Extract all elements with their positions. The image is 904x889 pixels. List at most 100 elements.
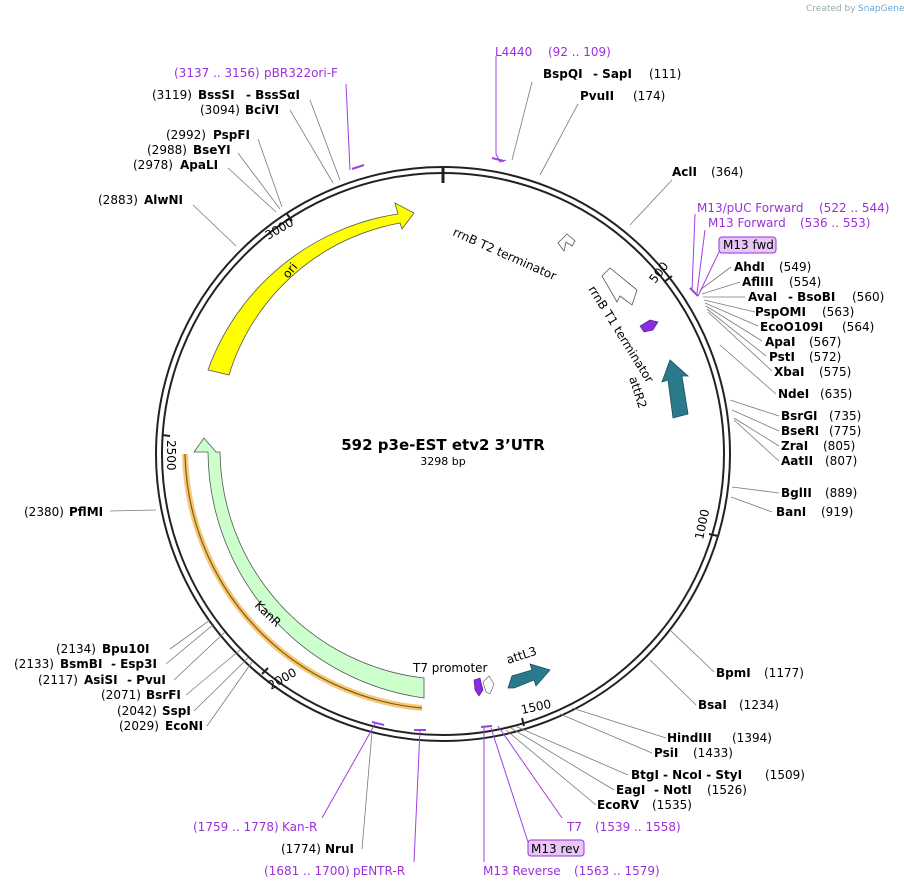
- site-bpmi[interactable]: BpmI: [716, 666, 751, 680]
- tick-2500: 2500: [164, 440, 178, 471]
- site-eagi-extra: - NotI: [654, 783, 692, 797]
- site-apali-pos: (2978): [133, 158, 173, 172]
- site-asisi-pos: (2117): [38, 673, 78, 687]
- m13-rev-site-arrow[interactable]: [473, 677, 484, 697]
- kanr-arrow[interactable]: [193, 437, 425, 699]
- backbone-inner: [161, 172, 725, 736]
- site-ecorv[interactable]: EcoRV: [597, 798, 640, 812]
- ori-arrow[interactable]: [207, 202, 415, 376]
- site-ndei[interactable]: NdeI: [778, 387, 809, 401]
- site-zrai[interactable]: ZraI: [781, 439, 808, 453]
- site-bsssi-pos: (3119): [152, 88, 192, 102]
- backbone-outer: [155, 166, 731, 742]
- site-bglii[interactable]: BglII: [781, 486, 812, 500]
- primer-m13-forward-range: (536 .. 553): [800, 216, 870, 230]
- site-ahdi[interactable]: AhdI: [734, 260, 765, 274]
- tick-1000-mark: [708, 533, 719, 537]
- rrnb-t2-arrow[interactable]: [557, 233, 576, 252]
- primer-m13-rev: M13 rev: [531, 842, 580, 856]
- site-bseyi[interactable]: BseYI: [193, 143, 231, 157]
- site-bsrfi-pos: (2071): [101, 688, 141, 702]
- t7-promoter-arrow[interactable]: [482, 675, 495, 695]
- primer-m13puc-forward[interactable]: M13/pUC Forward: [697, 201, 804, 215]
- site-alwni-pos: (2883): [98, 193, 138, 207]
- site-apai-pos: (567): [809, 335, 841, 349]
- site-btgi[interactable]: BtgI: [631, 768, 659, 782]
- site-psii-pos: (1433): [693, 746, 733, 760]
- primer-pbr322ori-f[interactable]: pBR322ori-F: [264, 66, 338, 80]
- site-bspqi[interactable]: BspQI: [543, 67, 583, 81]
- site-afliii[interactable]: AflIII: [742, 275, 774, 289]
- site-bseri-pos: (775): [829, 424, 861, 438]
- primer-kan-r-range: (1759 .. 1778): [193, 820, 279, 834]
- site-ecorv-pos: (1535): [652, 798, 692, 812]
- site-ecoo109i-pos: (564): [842, 320, 874, 334]
- site-acli-pos: (364): [711, 165, 743, 179]
- plasmid-length: 3298 bp: [420, 455, 465, 468]
- primer-pentr-r[interactable]: pENTR-R: [353, 864, 405, 878]
- site-asisi[interactable]: AsiSI: [84, 673, 118, 687]
- site-ecoo109i[interactable]: EcoO109I: [760, 320, 823, 334]
- site-xbai[interactable]: XbaI: [774, 365, 804, 379]
- site-bseri[interactable]: BseRI: [781, 424, 819, 438]
- site-pspfi[interactable]: PspFI: [213, 128, 250, 142]
- site-pspomi[interactable]: PspOMI: [755, 305, 806, 319]
- site-bani[interactable]: BanI: [776, 505, 806, 519]
- attl3-arrow[interactable]: [507, 663, 551, 689]
- site-bsai[interactable]: BsaI: [698, 698, 727, 712]
- site-afliii-pos: (554): [789, 275, 821, 289]
- primer-t7[interactable]: T7: [566, 820, 582, 834]
- primer-m13-reverse-range: (1563 .. 1579): [574, 864, 660, 878]
- site-bsssi[interactable]: BssSI: [198, 88, 235, 102]
- site-bseyi-pos: (2988): [147, 143, 187, 157]
- site-pspfi-pos: (2992): [166, 128, 206, 142]
- tick-3000-mark: [286, 213, 293, 222]
- site-psti[interactable]: PstI: [769, 350, 795, 364]
- site-avai-pos: (560): [852, 290, 884, 304]
- site-avai-extra: - BsoBI: [788, 290, 835, 304]
- site-arui-pos: (1774): [281, 842, 321, 856]
- site-bsmbi[interactable]: BsmBI: [60, 657, 102, 671]
- attr2-arrow[interactable]: [661, 359, 690, 419]
- site-avai[interactable]: AvaI: [748, 290, 777, 304]
- site-econi[interactable]: EcoNI: [165, 719, 203, 733]
- site-acli[interactable]: AclI: [672, 165, 697, 179]
- site-bsrfi[interactable]: BsrFI: [146, 688, 181, 702]
- tick-2000-mark: [261, 667, 269, 675]
- primer-m13-forward[interactable]: M13 Forward: [708, 216, 786, 230]
- site-hindiii[interactable]: HindIII: [667, 731, 712, 745]
- site-apali[interactable]: ApaLI: [180, 158, 218, 172]
- attl3-label: attL3: [505, 644, 539, 667]
- site-alwni[interactable]: AlwNI: [144, 193, 183, 207]
- site-bsmbi-pos: (2133): [14, 657, 54, 671]
- site-bani-pos: (919): [821, 505, 853, 519]
- site-nrui[interactable]: NruI: [325, 842, 354, 856]
- rrnb-t1-arrow[interactable]: [601, 267, 638, 306]
- site-bcivi[interactable]: BciVI: [245, 103, 279, 117]
- site-bsrgi[interactable]: BsrGI: [781, 409, 818, 423]
- primer-kan-r[interactable]: Kan-R: [282, 820, 317, 834]
- site-bsssi-extra: - BssSαI: [246, 88, 300, 102]
- plasmid-title: 592 p3e-EST etv2 3’UTR: [341, 436, 545, 454]
- site-bpu10i[interactable]: Bpu10I: [102, 642, 149, 656]
- site-bglii-pos: (889): [825, 486, 857, 500]
- site-bcivi-pos: (3094): [200, 103, 240, 117]
- credit-prefix: Created by: [806, 4, 856, 14]
- site-apai[interactable]: ApaI: [765, 335, 795, 349]
- site-pflmi[interactable]: PflMI: [69, 505, 103, 519]
- site-hindiii-pos: (1394): [732, 731, 772, 745]
- m13-fwd-site-arrow[interactable]: [639, 319, 659, 333]
- primer-pentr-r-range: (1681 .. 1700): [264, 864, 350, 878]
- site-psii[interactable]: PsiI: [654, 746, 678, 760]
- site-sspi[interactable]: SspI: [162, 704, 191, 718]
- primer-m13-rev-badge[interactable]: [527, 839, 585, 857]
- site-eagi[interactable]: EagI: [616, 783, 645, 797]
- site-aatii[interactable]: AatII: [781, 454, 813, 468]
- rrnb-t2-label: rrnB T2 terminator: [451, 225, 559, 283]
- site-pvuii[interactable]: PvuII: [580, 89, 614, 103]
- primer-m13-fwd-badge[interactable]: [718, 236, 777, 254]
- site-sspi-pos: (2042): [117, 704, 157, 718]
- primer-l4440[interactable]: L4440: [495, 45, 532, 59]
- primer-m13-reverse[interactable]: M13 Reverse: [483, 864, 561, 878]
